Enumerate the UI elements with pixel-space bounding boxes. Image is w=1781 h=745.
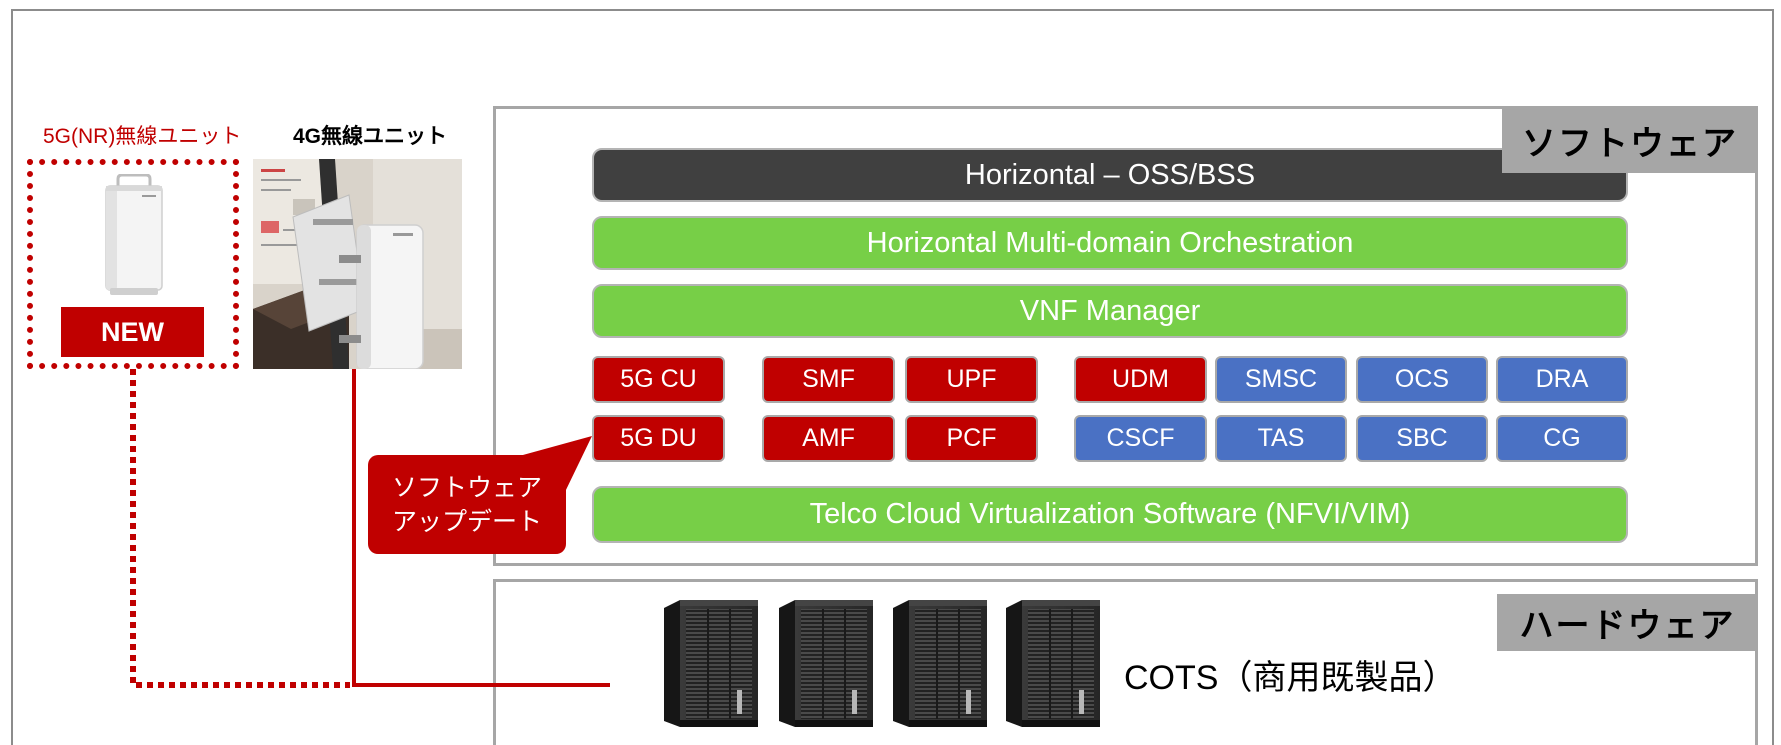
function-sbc: SBC <box>1356 415 1488 462</box>
server-rack-icon <box>664 600 758 727</box>
callout-line-2: アップデート <box>391 507 542 536</box>
function-tas: TAS <box>1215 415 1347 462</box>
slide-frame <box>11 9 1774 745</box>
software-update-callout: ソフトウェア アップデート <box>368 455 566 554</box>
function-upf: UPF <box>905 356 1038 403</box>
server-rack-icon <box>1006 600 1100 727</box>
function-smsc: SMSC <box>1215 356 1347 403</box>
function-amf: AMF <box>762 415 895 462</box>
lte-radio-unit-label: 4G無線ユニット <box>293 125 448 148</box>
function-udm: UDM <box>1074 356 1207 403</box>
function-dra: DRA <box>1496 356 1628 403</box>
hardware-label: ハードウェア <box>1497 594 1758 651</box>
function-pcf: PCF <box>905 415 1038 462</box>
nfvi-bar: Telco Cloud Virtualization Software (NFV… <box>592 486 1628 543</box>
callout-line-1: ソフトウェア <box>391 473 542 502</box>
function-5g-cu: 5G CU <box>592 356 725 403</box>
server-rack-icon <box>779 600 873 727</box>
software-label: ソフトウェア <box>1502 108 1758 173</box>
function-smf: SMF <box>762 356 895 403</box>
function-cscf: CSCF <box>1074 415 1207 462</box>
function-5g-du: 5G DU <box>592 415 725 462</box>
nr-radio-unit-label: 5G(NR)無線ユニット <box>43 125 242 148</box>
function-cg: CG <box>1496 415 1628 462</box>
nr-radio-unit-icon <box>105 174 163 295</box>
lte-radio-unit-photo <box>253 159 462 369</box>
cots-label: COTS（商用既製品） <box>1124 659 1457 697</box>
oss-bss-bar: Horizontal – OSS/BSS <box>592 148 1628 202</box>
new-badge: NEW <box>61 307 204 357</box>
orchestration-bar: Horizontal Multi-domain Orchestration <box>592 216 1628 270</box>
function-ocs: OCS <box>1356 356 1488 403</box>
server-rack-icon <box>893 600 987 727</box>
vnf-manager-bar: VNF Manager <box>592 284 1628 338</box>
